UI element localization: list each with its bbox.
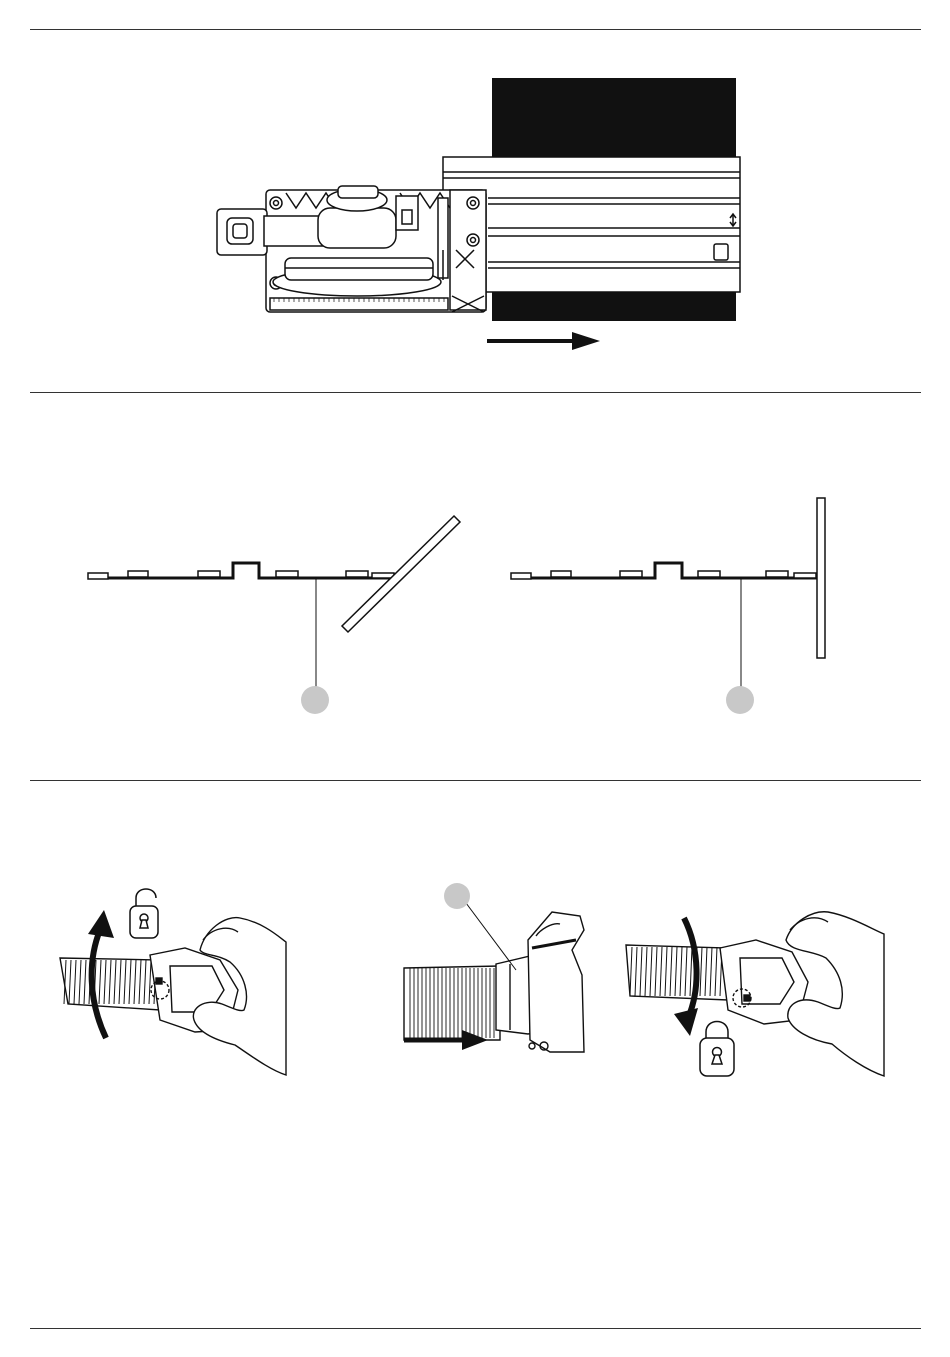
callout-marker-2 — [726, 686, 754, 714]
hose — [626, 945, 728, 1000]
callout-marker-3 — [444, 883, 470, 909]
rail-profile-left — [88, 563, 394, 579]
vertical-board — [817, 498, 825, 658]
step-connect — [404, 883, 584, 1052]
step-unlock — [60, 889, 286, 1075]
sander-nozzle — [404, 912, 584, 1052]
guide-rail-icon — [443, 157, 740, 292]
rail-profile-right — [511, 563, 818, 579]
unlock-icon — [130, 889, 158, 938]
step-lock — [626, 912, 884, 1076]
figure-hose-connection — [0, 780, 950, 1080]
figure-hose-connection-drawing — [0, 780, 950, 1080]
hose — [60, 958, 160, 1010]
direction-arrow-icon — [487, 332, 600, 350]
figure-rail-top-view-drawing — [0, 0, 950, 392]
figure-rail-top-view — [0, 0, 950, 392]
sander-icon — [217, 186, 486, 312]
figure-rail-angle-views-drawing — [0, 392, 950, 780]
lock-icon — [700, 1022, 734, 1077]
callout-marker-1 — [301, 686, 329, 714]
section-divider-bottom — [30, 1328, 921, 1329]
figure-rail-angle-views — [0, 392, 950, 780]
